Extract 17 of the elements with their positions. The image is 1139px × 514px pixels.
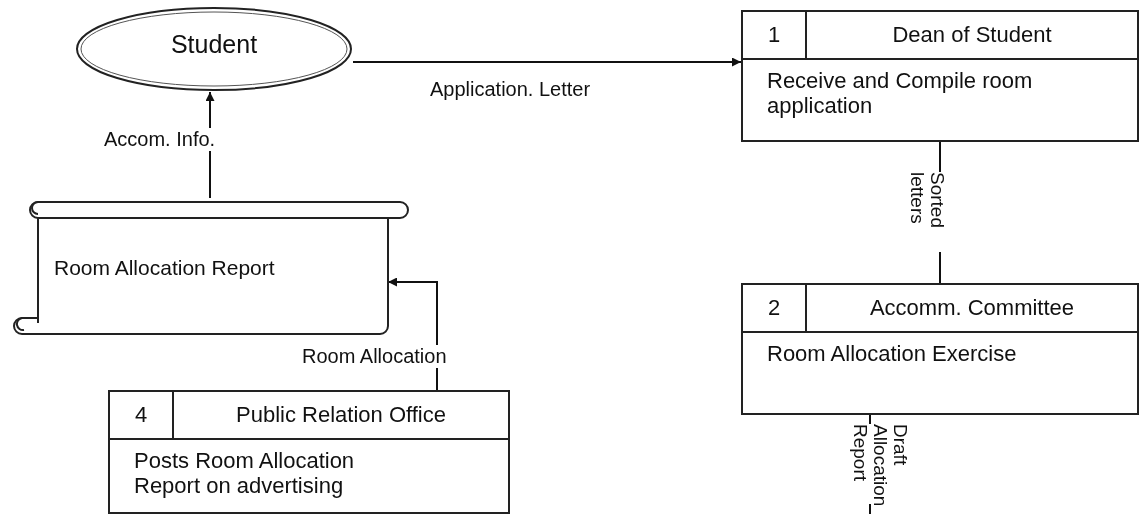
process-box	[108, 390, 510, 514]
process-owner: Public Relation Office	[236, 402, 446, 428]
process-description: Room Allocation Exercise	[766, 340, 1018, 368]
process-number: 4	[134, 402, 148, 428]
process-number: 1	[767, 22, 781, 48]
arrow	[352, 57, 742, 67]
process-box	[741, 10, 1139, 142]
process-description: Posts Room Allocation Report on advertising	[133, 447, 356, 501]
report-title: Room Allocation Report	[54, 256, 275, 279]
edge-label: Room Allocation	[300, 345, 449, 368]
process-number: 2	[767, 295, 781, 321]
process-description: Receive and Compile room application	[766, 67, 1034, 121]
entity-name: Student	[170, 30, 258, 58]
edge-label: Application. Letter	[428, 78, 593, 101]
process-owner: Accomm. Committee	[869, 295, 1075, 321]
process-owner: Dean of Student	[892, 22, 1052, 48]
process-box	[741, 283, 1139, 415]
